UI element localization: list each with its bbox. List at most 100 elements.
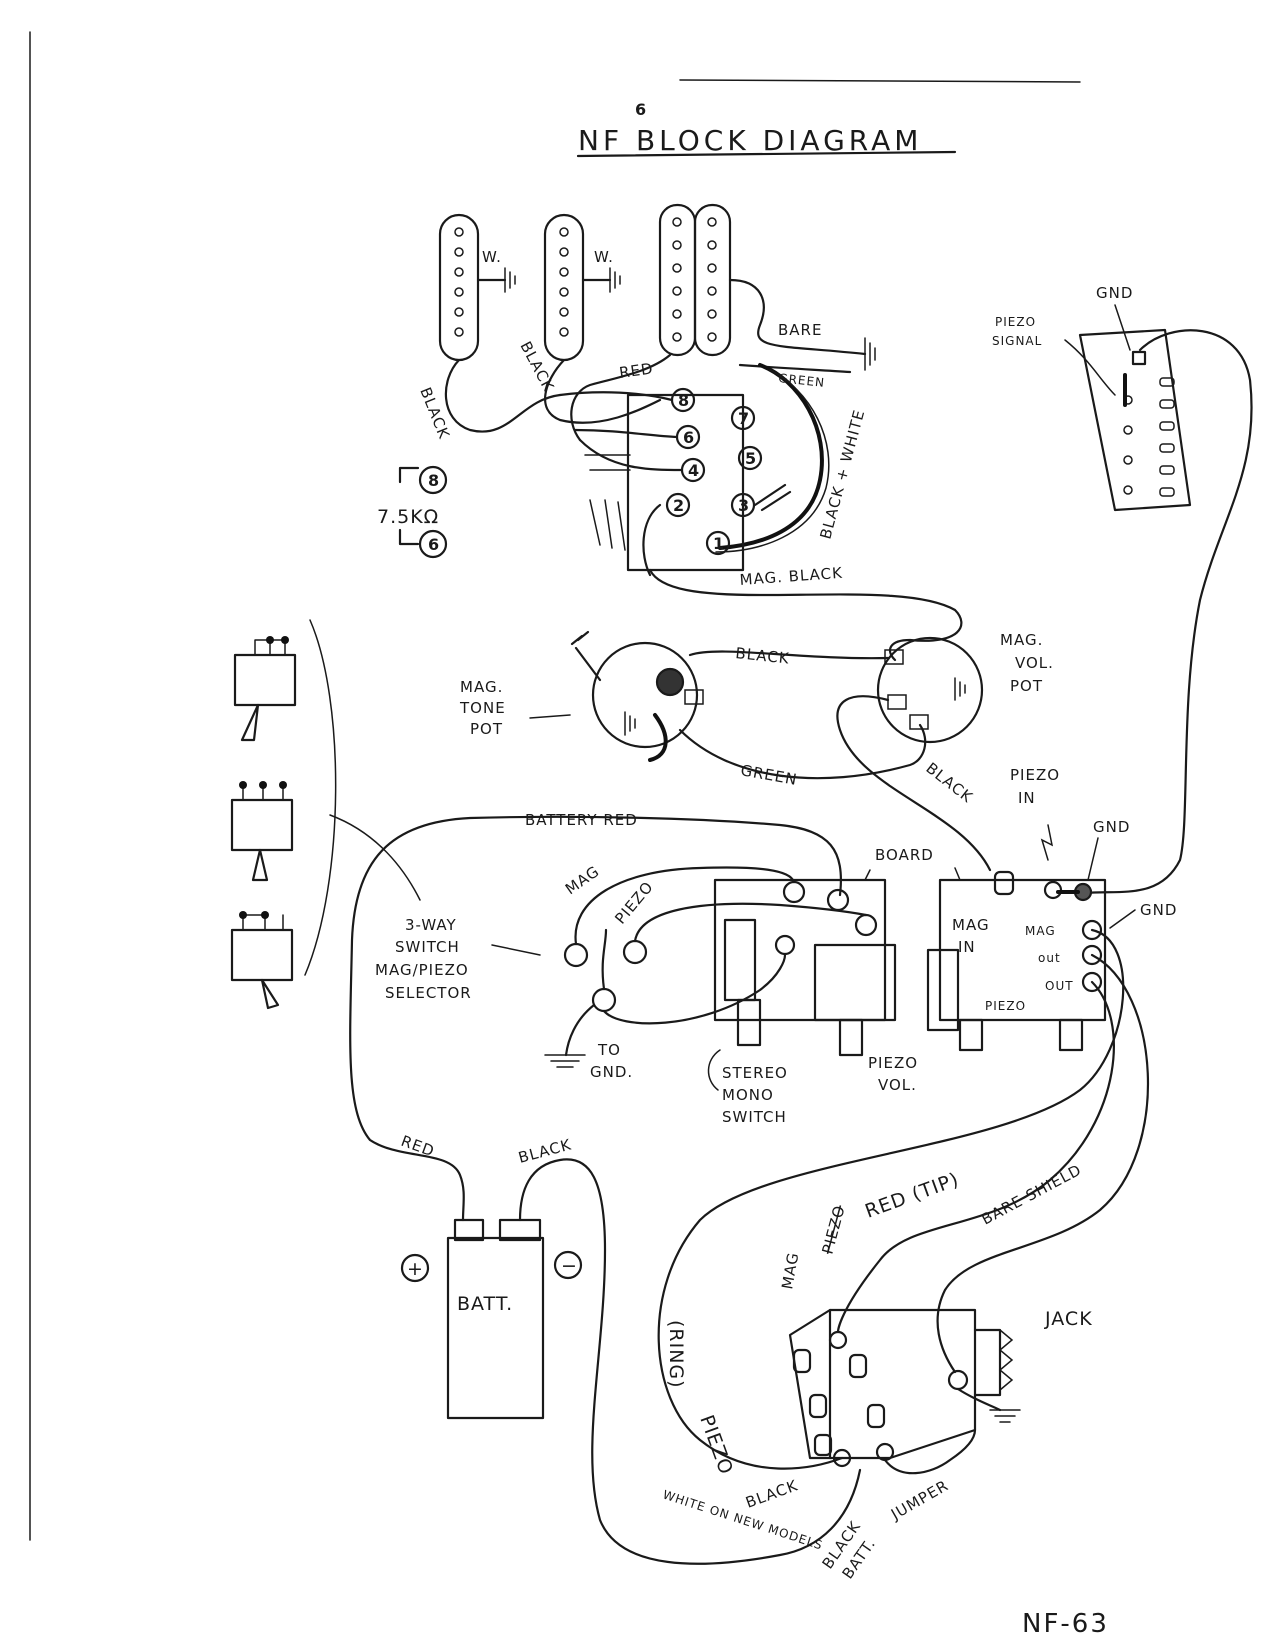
jack-lug-3: [808, 1393, 828, 1419]
pot-green-wire: [678, 723, 927, 780]
switch-lever: [601, 928, 608, 991]
to-gnd-symbol: [544, 1054, 586, 1068]
switch-mag-term: [563, 942, 589, 968]
middle-black-wire: [544, 358, 662, 424]
terminal-5-label: 5: [745, 449, 756, 468]
neck-black-wire: [444, 358, 562, 433]
board-shaft-left: [958, 1018, 984, 1052]
bridge-pole-pieces: [672, 217, 717, 342]
switch-pos-3-dot-b: [261, 911, 269, 919]
mag-tone-label-1: MAG.: [460, 678, 503, 696]
battery-red-label: BATTERY RED: [525, 811, 638, 829]
bare-shield-label: BARE SHIELD: [978, 1161, 1084, 1229]
pickup-selector: 1 2 3 4 5 6 7 8 8 7.5KΩ 6: [377, 387, 792, 577]
terminal-7-label: 7: [738, 409, 749, 428]
board-gnd-right-label: GND: [1140, 901, 1177, 919]
neck-ground-symbol: [504, 267, 516, 293]
switch-gnd-term: [591, 987, 617, 1013]
terminal-8-label: 8: [678, 391, 689, 410]
switch-leader: [491, 944, 541, 956]
piezo-in-leader: [1040, 824, 1054, 861]
batt-label: BATT.: [457, 1293, 513, 1315]
tone-ground-symbol: [624, 711, 636, 736]
switch-mag-label: MAG: [562, 862, 603, 898]
switch-term-a: [782, 880, 806, 904]
switch-label-4: SELECTOR: [385, 984, 472, 1002]
jack-piezo-struck-label: PIEZO: [818, 1203, 848, 1256]
jumper-label: JUMPER: [887, 1476, 952, 1524]
switch-pos-3-dot-a: [239, 911, 247, 919]
board-brackets: [864, 867, 961, 881]
terminal-4-label: 4: [688, 461, 699, 480]
bridge-ground-symbol: [864, 337, 876, 371]
switch-label-3: MAG/PIEZO: [375, 961, 469, 979]
black-white-braid-2: [715, 369, 830, 553]
mag-black-label: MAG. BLACK: [739, 564, 844, 589]
mag-vol-label-3: POT: [1010, 677, 1043, 695]
plus-symbol: [400, 1253, 430, 1283]
switch-pos-2-dot-c: [279, 781, 287, 789]
minus-symbol: [553, 1250, 583, 1280]
battery-black-wire: [518, 1158, 862, 1565]
piezo-gnd-label: GND: [1096, 284, 1133, 302]
red-tip-wire: [836, 980, 1115, 1334]
battery-red-wire: [349, 815, 842, 1222]
vol-black-label: BLACK: [923, 759, 977, 807]
resistor-terminal-6-label: 6: [428, 535, 439, 554]
mag-switch-wire: [574, 866, 796, 946]
mag-vol-label-2: VOL.: [1015, 654, 1054, 672]
ring-black-label: BLACK: [743, 1476, 800, 1512]
vol-lug-mid: [887, 694, 907, 710]
bare-label: BARE: [778, 321, 822, 339]
stereo-mono-shaft: [736, 998, 762, 1047]
board-gnd-right-leader: [1109, 909, 1136, 929]
tone-ground: [570, 630, 602, 682]
terminal-1: [705, 530, 731, 556]
piezo-cable: [1083, 329, 1253, 895]
resistor-bottom-lead: [398, 528, 420, 546]
piezo-connector: GND PIEZO SIGNAL: [992, 284, 1253, 895]
middle-ground-symbol: [609, 267, 621, 293]
jack-lug-2: [848, 1353, 868, 1379]
piezo-connector-pins: [1123, 377, 1175, 497]
battery-plus-terminal: [453, 1218, 485, 1242]
piezo-signal-label-1: PIEZO: [995, 315, 1036, 329]
switch-label-1: 3-WAY: [405, 916, 457, 934]
board-out-label: OUT: [1045, 979, 1074, 993]
battery-black-lead-label: BLACK: [516, 1135, 573, 1166]
wire-from-2: [642, 503, 662, 577]
stereo-label-2: MONO: [722, 1086, 774, 1104]
piezo-vol-label-1: PIEZO: [868, 1054, 918, 1072]
to-gnd-label-2: GND.: [590, 1063, 633, 1081]
stereo-label-1: STEREO: [722, 1064, 788, 1082]
page-header: 6 NF BLOCK DIAGRAM: [29, 31, 1081, 1541]
mag-tone-label-2: TONE: [459, 699, 506, 717]
wire-to-4: [578, 438, 684, 472]
piezo-in-label-2: IN: [1018, 789, 1036, 807]
mag-tone-label-3: POT: [470, 720, 503, 738]
board-out-pad: [1081, 944, 1103, 966]
switch-pos-2-dot-a: [239, 781, 247, 789]
red-label: RED: [618, 359, 655, 382]
output-jack: JACK BARE SHIELD MAG PIEZO RED (TIP) (RI…: [657, 928, 1150, 1582]
switch-pos-1-dot-b: [281, 636, 289, 644]
red-tip-label: RED (TIP): [862, 1168, 962, 1222]
resistor-terminal-8: [418, 465, 448, 495]
neck-black-label: BLACK: [416, 385, 453, 442]
red-wire: [570, 353, 672, 442]
top-rule: [679, 79, 1081, 83]
resistor-terminal-6: [418, 529, 448, 559]
middle-black-label: BLACK: [516, 338, 557, 395]
terminal-2: [665, 492, 691, 518]
resistor-terminal-8-label: 8: [428, 471, 439, 490]
pot-black-label: BLACK: [735, 644, 791, 668]
board-mag-out-pad: [1081, 919, 1103, 941]
jack-lug-5: [813, 1433, 833, 1457]
piezo-vol-shaft: [838, 1018, 864, 1057]
tone-solder: [648, 713, 668, 762]
piezo-connector-body: [1078, 328, 1192, 512]
jack-ground-symbol: [989, 1409, 1021, 1423]
bare-shield-wire: [936, 953, 1150, 1374]
vol-to-board-black: [836, 695, 992, 872]
